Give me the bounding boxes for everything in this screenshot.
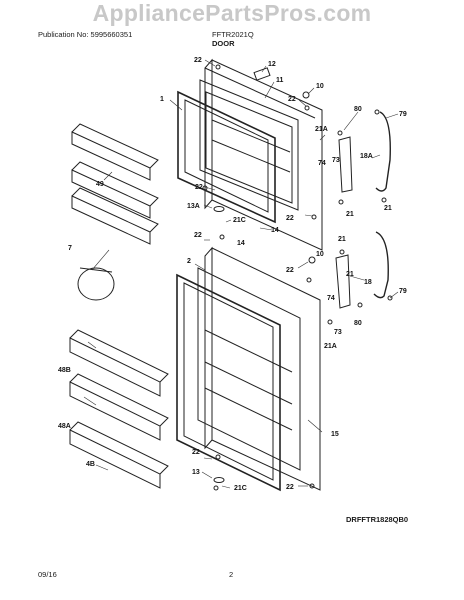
callout: 73 [334, 329, 342, 336]
callout: 21 [346, 211, 354, 218]
diagram-id: DRFFTR1828QB0 [346, 515, 409, 524]
callout: 7 [68, 245, 72, 252]
section-title: DOOR [212, 39, 235, 48]
plug-10-lower [308, 256, 316, 264]
footer-date: 09/16 [38, 570, 57, 579]
callout: 4B [86, 461, 95, 468]
callout: 48A [58, 423, 71, 430]
fresh-food-handle-18 [335, 231, 389, 309]
callout: 22 [195, 184, 203, 191]
callout: 21C [234, 485, 247, 492]
freezer-door-outer-panel [204, 58, 323, 251]
callout: 49 [96, 181, 104, 188]
callout: 80 [354, 320, 362, 327]
callout: 22 [194, 232, 202, 239]
fresh-food-door-outer-panel [204, 246, 321, 491]
callout: 14 [271, 227, 279, 234]
callout: 21A [324, 343, 337, 350]
plug-10 [302, 91, 310, 99]
callout: 48B [58, 367, 71, 374]
callout: 74 [327, 295, 335, 302]
callout: 12 [268, 61, 276, 68]
freezer-door-gasket [177, 90, 276, 224]
callout: 79 [399, 288, 407, 295]
callout: 22 [286, 267, 294, 274]
freezer-door-liner [199, 79, 299, 211]
fresh-food-door-shelves [69, 329, 169, 489]
callout-labels: 22 12 11 10 1 22 80 79 21A 74 73 18A 49 … [58, 57, 407, 492]
callout: 10 [316, 83, 324, 90]
fresh-food-door-liner [197, 267, 301, 471]
callout: 22 [286, 215, 294, 222]
freezer-door-shelves [71, 123, 159, 245]
callout: 18A [360, 153, 373, 160]
callout: 13A [187, 203, 200, 210]
callout: 21C [233, 217, 246, 224]
callout: 10 [316, 251, 324, 258]
callout: 21 [338, 236, 346, 243]
callout: 74 [318, 160, 326, 167]
callout: 14 [237, 240, 245, 247]
model-number: FFTR2021Q [212, 30, 254, 39]
publication-number: Publication No: 5995660351 [38, 30, 133, 39]
callout: 22 [194, 57, 202, 64]
dairy-door-7 [77, 267, 115, 301]
callout: 21 [384, 205, 392, 212]
callout: 73 [332, 157, 340, 164]
callout: 79 [399, 111, 407, 118]
callout: 22 [192, 449, 200, 456]
leader-lines [83, 59, 399, 489]
callout: 18 [364, 279, 372, 286]
footer-page-number: 2 [229, 570, 234, 579]
hinge-13a [213, 206, 225, 212]
watermark: AppliancePartsPros.com [92, 0, 372, 26]
callout: 1 [160, 96, 164, 103]
callout: 80 [354, 106, 362, 113]
hinge-13 [213, 477, 225, 483]
callout: 22 [288, 96, 296, 103]
callout: 21 [346, 271, 354, 278]
callout: 22 [286, 484, 294, 491]
callout: 13 [192, 469, 200, 476]
label-12 [253, 67, 271, 81]
fresh-food-door-gasket [176, 273, 281, 492]
freezer-handle-18a [338, 111, 391, 193]
callout: 11 [276, 77, 284, 84]
callout: 15 [331, 431, 339, 438]
callout: 2 [187, 258, 191, 265]
callout: 21A [315, 126, 328, 133]
